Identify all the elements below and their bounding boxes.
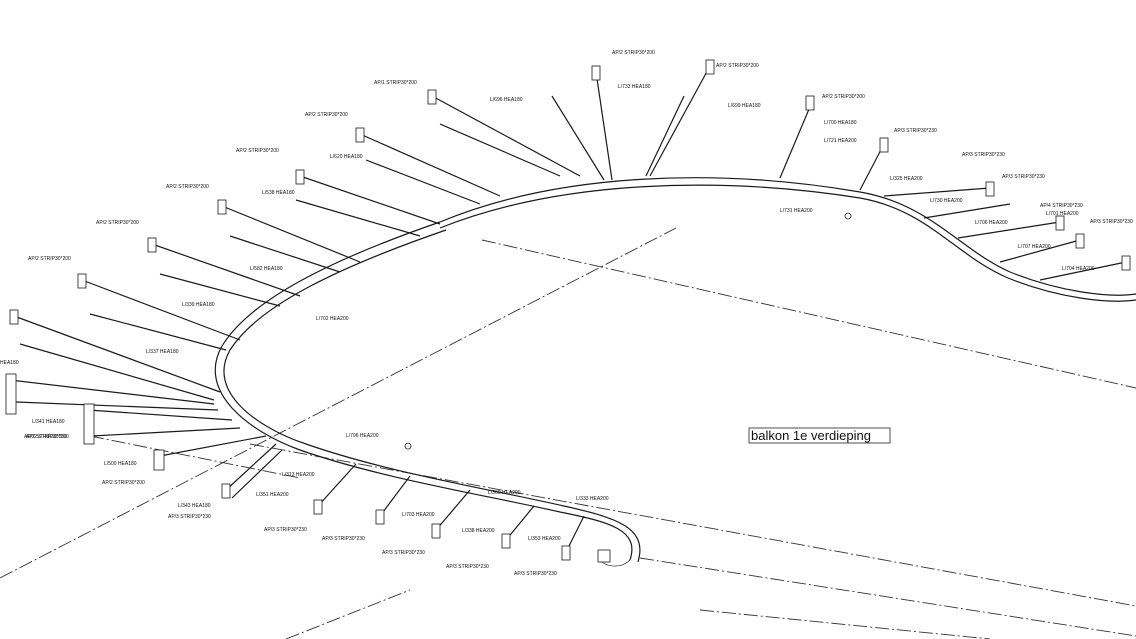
- label: L/620 HEA180: [330, 154, 363, 160]
- label: L/731 HEA200: [780, 208, 813, 214]
- label: AP/2 STRIP30*200: [96, 220, 139, 226]
- label: AP/2 STRIP30*200: [24, 434, 67, 440]
- label: L/337 HEA180: [146, 349, 179, 355]
- grid-axes: [0, 227, 1136, 639]
- label: AP/2 STRIP30*200: [236, 148, 279, 154]
- component-labels: AP/2 STRIP30*200 L/733 HEA180 AP/2 STRIP…: [0, 50, 1133, 577]
- label: AP/1 STRIP30*200: [374, 80, 417, 86]
- label: L/721 HEA200: [824, 138, 857, 144]
- label: L/353 HEA200: [528, 536, 561, 542]
- label: AP/3 STRIP30*230: [1002, 174, 1045, 180]
- label: AP/3 STRIP30*230: [446, 564, 489, 570]
- label: AP/4 STRIP30*230: [1040, 203, 1083, 209]
- label: AP/2 STRIP30*200: [305, 112, 348, 118]
- label: L/313 HEA200: [282, 472, 315, 478]
- label: L/702 HEA200: [316, 316, 349, 322]
- edge-beam: [214, 177, 1136, 567]
- label: L/706 HEA200: [975, 220, 1008, 226]
- label: AP/2 STRIP30*200: [102, 480, 145, 486]
- label: L/338 HEA200: [462, 528, 495, 534]
- label: AP/3 STRIP30*230: [382, 550, 425, 556]
- lower-brackets: [225, 101, 1127, 553]
- label: HEA180: [0, 360, 19, 366]
- label: L/582 HEA180: [250, 266, 283, 272]
- label: AP/2 STRIP30*200: [28, 256, 71, 262]
- label: L/500 HEA180: [104, 461, 137, 467]
- label: L/538 HEA180: [262, 190, 295, 196]
- left-brackets: [9, 65, 711, 457]
- label: AP/3 STRIP30*230: [1090, 219, 1133, 225]
- label: L/351 HEA200: [256, 492, 289, 498]
- end-plates: [5, 59, 1131, 563]
- label: L/699 HEA180: [728, 103, 761, 109]
- label: L/701 HEA200: [1046, 211, 1079, 217]
- label: L/707 HEA200: [1018, 244, 1051, 250]
- label: AP/2 STRIP30*200: [716, 63, 759, 69]
- label: AP/3 STRIP30*230: [322, 536, 365, 542]
- label: AP/3 STRIP30*230: [894, 128, 937, 134]
- label: L/706 HEA200: [346, 433, 379, 439]
- title-text: balkon 1e verdieping: [751, 428, 871, 443]
- label: AP/3 STRIP30*230: [264, 527, 307, 533]
- label: L/696 HEA180: [490, 97, 523, 103]
- label: AP/2 STRIP30*200: [26, 434, 69, 440]
- label: AP/2 STRIP30*200: [166, 184, 209, 190]
- drawing-title: balkon 1e verdieping: [748, 427, 891, 444]
- label: AP/3 STRIP30*230: [514, 571, 557, 577]
- label: L/333 HEA200: [576, 496, 609, 502]
- label: L/325 HEA200: [890, 176, 923, 182]
- title-frame: [748, 427, 891, 444]
- label: AP/2 STRIP30*200: [612, 50, 655, 56]
- label: L/341 HEA180: [32, 419, 65, 425]
- label: L/700 HEA180: [824, 120, 857, 126]
- label: L/360 HEA200: [488, 490, 521, 496]
- label: L/733 HEA180: [618, 84, 651, 90]
- label: L/730 HEA200: [930, 198, 963, 204]
- label: AP/3 STRIP30*230: [962, 152, 1005, 158]
- label: L/704 HEA200: [1062, 266, 1095, 272]
- label: AP/3 STRIP30*230: [168, 514, 211, 520]
- label: L/343 HEA180: [178, 503, 211, 509]
- label: L/339 HEA180: [182, 302, 215, 308]
- label: AP/2 STRIP30*200: [822, 94, 865, 100]
- label: L/703 HEA200: [402, 512, 435, 518]
